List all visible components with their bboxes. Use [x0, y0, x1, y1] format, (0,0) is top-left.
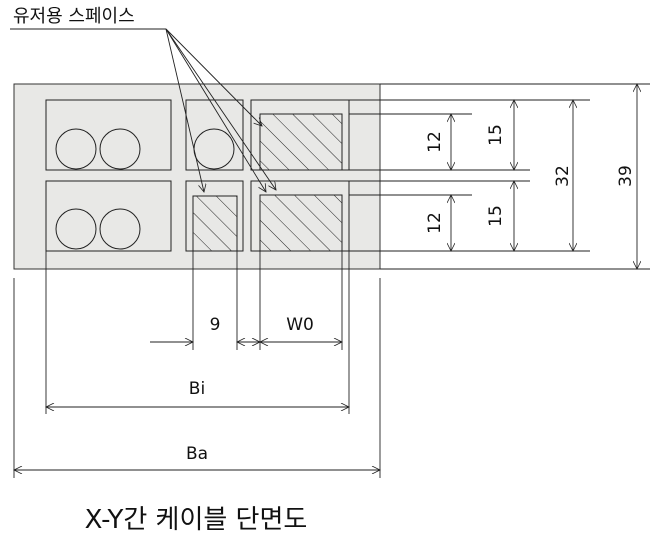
dim-label-12-top: 12 — [425, 131, 445, 153]
user-space-small — [192, 195, 238, 252]
dim-label-39: 39 — [616, 165, 636, 187]
user-space-label: 유저용 스페이스 — [13, 6, 135, 27]
user-space-top-right — [259, 113, 343, 171]
diagram-caption: X-Y간 케이블 단면도 — [85, 505, 308, 535]
dim-label-15-top: 15 — [486, 124, 506, 146]
dim-label-ba: Ba — [186, 444, 208, 464]
dim-label-w0: W0 — [286, 315, 314, 335]
user-spaces — [192, 113, 343, 252]
dim-label-9: 9 — [210, 315, 221, 335]
vertical-dimensions — [451, 84, 637, 269]
conductor-circle — [99, 128, 141, 170]
user-space-bottom-right — [259, 194, 343, 252]
dim-label-32: 32 — [553, 165, 573, 187]
conductor-circle — [55, 128, 97, 170]
dim-label-15-bottom: 15 — [486, 205, 506, 227]
conductor-circle — [55, 208, 97, 250]
dim-label-12-bottom: 12 — [425, 212, 445, 234]
dim-label-bi: Bi — [189, 379, 205, 399]
conductor-circle — [99, 208, 141, 250]
extension-lines-down — [13, 251, 381, 478]
label-leaders — [165, 28, 276, 192]
horizontal-dimensions — [14, 342, 380, 470]
extension-lines-right — [349, 83, 650, 270]
compartment-top-left — [45, 99, 172, 171]
compartment-bottom-left — [45, 180, 172, 252]
